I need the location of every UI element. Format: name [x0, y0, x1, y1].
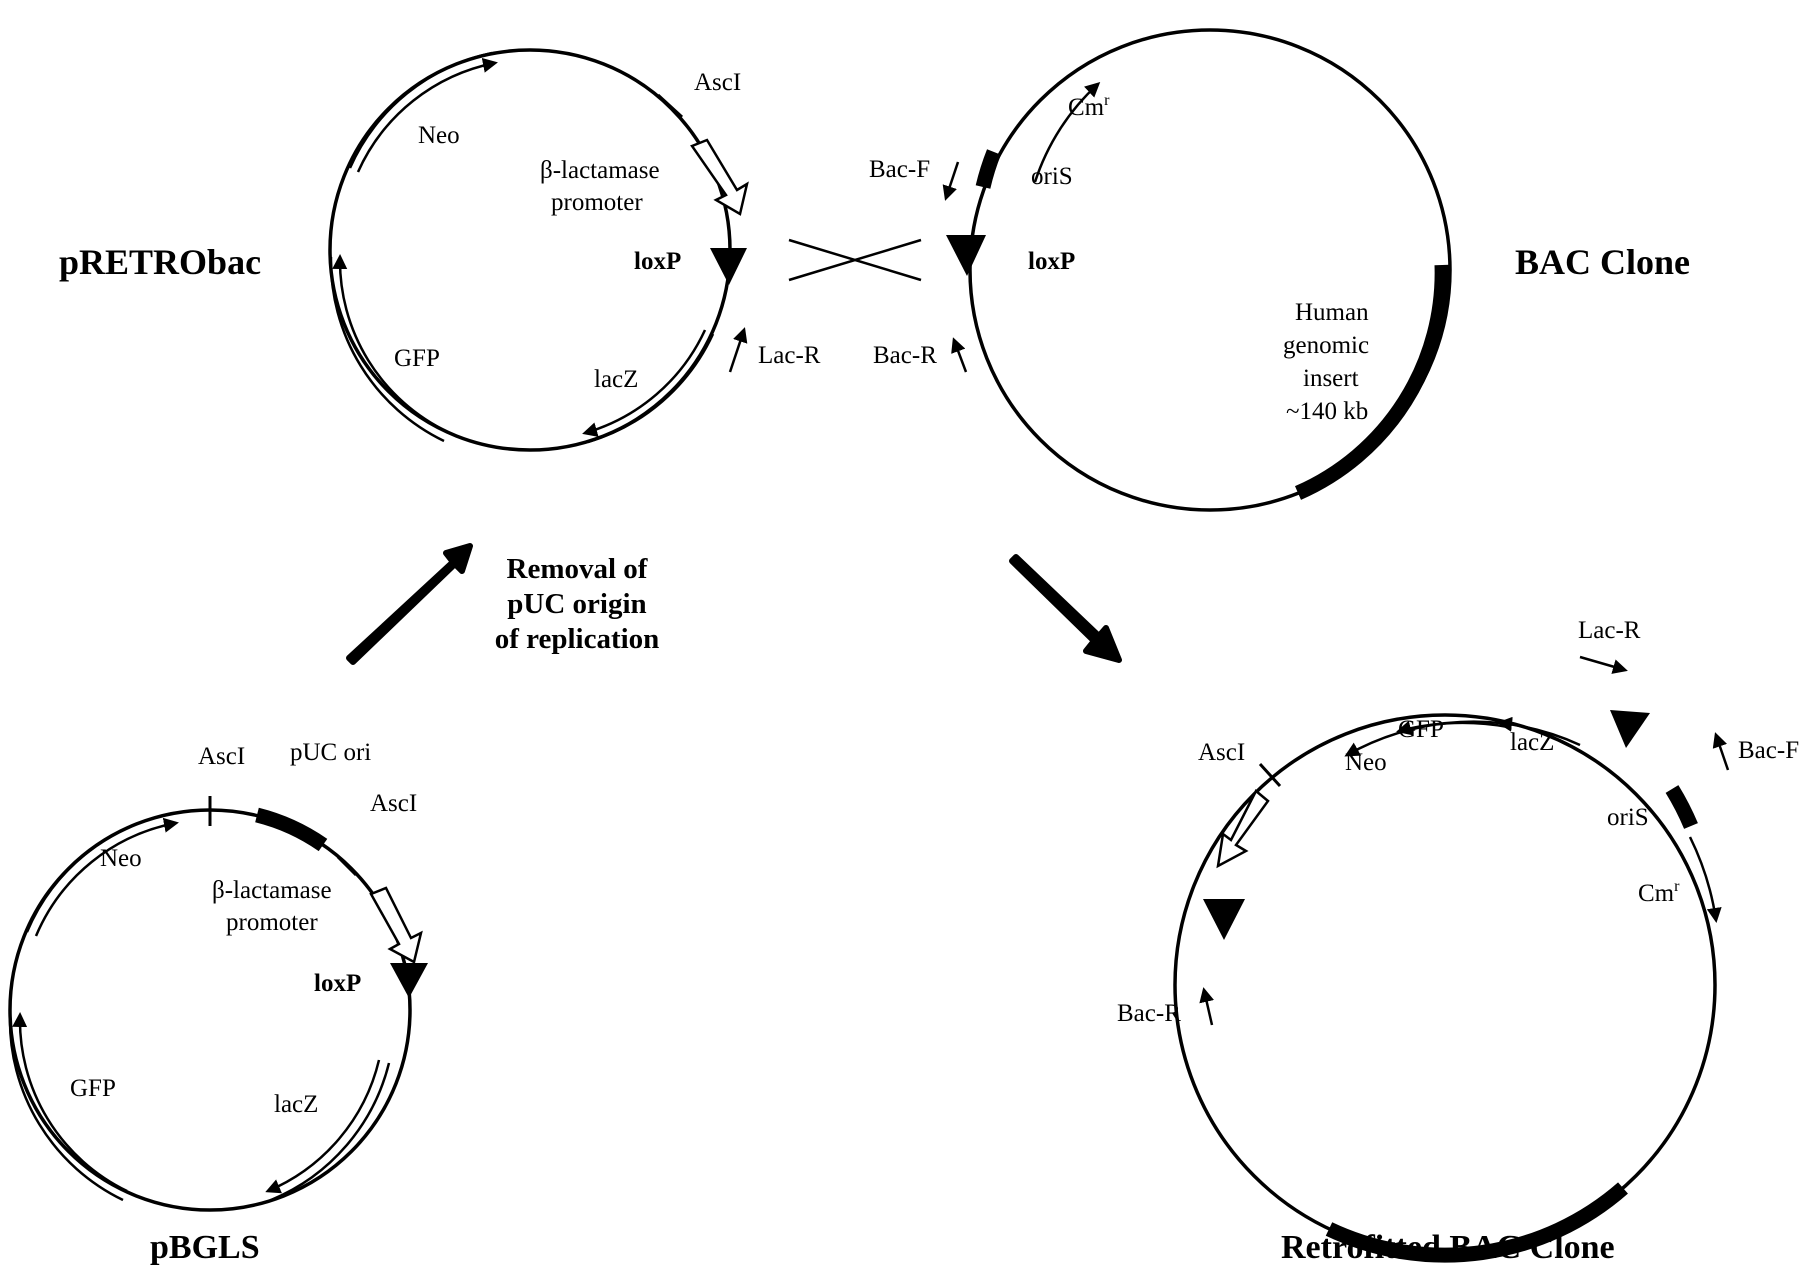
promoter-arrow [1216, 789, 1270, 869]
bac-clone-plasmid: Cmr oriS Bac-F loxP Bac-R Human genomic … [869, 28, 1690, 512]
oris-block [975, 149, 1002, 189]
pbgls-title: pBGLS [150, 1229, 260, 1266]
gfp-gene-arrow-outer [8, 1014, 124, 1202]
promoter-label-2: promoter [226, 909, 318, 936]
lac-r-primer-arrow [1579, 655, 1628, 674]
promoter-arrow [690, 138, 749, 216]
retrofitted-title: Retrofitted BAC Clone [1281, 1229, 1615, 1266]
lac-r-label: Lac-R [758, 342, 821, 369]
bac-r-label: Bac-R [873, 342, 937, 369]
lacz-gene-arrow-outer [587, 333, 715, 444]
lac-r-primer-arrow [728, 327, 748, 373]
cm-label: Cmr [1638, 878, 1680, 907]
asci-label: AscI [694, 69, 741, 96]
cm-gene-arrow [1033, 81, 1101, 183]
loxp-triangle [390, 963, 428, 998]
bac-r-primer-arrow [1199, 987, 1214, 1026]
gfp-label: GFP [394, 345, 440, 372]
asci-label-2: AscI [370, 790, 417, 817]
promoter-label-1: β-lactamase [540, 157, 660, 184]
pretrobac-plasmid: Neo AscI β-lactamase promoter loxP GFP l… [59, 48, 821, 452]
lac-r-label: Lac-R [1578, 617, 1641, 644]
lacz-label: lacZ [1510, 729, 1554, 756]
cm-label: Cmr [1068, 92, 1110, 121]
neo-gene-arrow-outer [25, 811, 175, 933]
gfp-gene-arrow [332, 254, 449, 434]
oris-block [1665, 785, 1698, 829]
removal-step-arrow [346, 543, 473, 665]
loxp-label: loxP [1028, 248, 1075, 275]
promoter-arrow [369, 886, 423, 964]
gfp-gene-arrow [12, 1012, 128, 1193]
asci-label-1: AscI [198, 743, 245, 770]
recombination-cross [788, 238, 922, 282]
bac-f-label: Bac-F [1738, 737, 1799, 764]
svg-text:Removal of: Removal of [507, 553, 648, 585]
bac-f-primer-arrow [942, 161, 960, 201]
lacz-label: lacZ [594, 366, 638, 393]
lacz-gene-arrow [1497, 716, 1581, 747]
neo-gene-arrow-outer [348, 51, 493, 169]
gfp-label: GFP [1398, 716, 1444, 743]
bac-f-primer-arrow [1712, 732, 1730, 771]
gfp-gene-arrow [1396, 720, 1509, 736]
bac-r-primer-arrow [951, 337, 968, 373]
asci-site-tick [1258, 762, 1282, 788]
gfp-gene-arrow-outer [329, 256, 445, 443]
loxp-triangle-1 [1610, 710, 1650, 748]
puc-ori-label: pUC ori [290, 739, 371, 766]
insert-label-2: genomic [1283, 332, 1369, 359]
oris-label: oriS [1031, 163, 1073, 190]
svg-text:of replication: of replication [495, 623, 660, 655]
insert-label-4: ~140 kb [1286, 398, 1368, 425]
neo-label: Neo [100, 845, 142, 872]
insert-label-1: Human [1295, 299, 1369, 326]
svg-text:pUC origin: pUC origin [507, 588, 646, 620]
bac-clone-title: BAC Clone [1515, 242, 1690, 282]
loxp-triangle [946, 235, 986, 276]
loxp-triangle-2 [1203, 899, 1245, 940]
human-insert-block [1325, 1182, 1628, 1263]
neo-label: Neo [418, 122, 460, 149]
lacz-label: lacZ [274, 1091, 318, 1118]
pretrobac-title: pRETRObac [59, 242, 261, 282]
lacz-gene-arrow-outer [270, 1062, 391, 1202]
cm-gene-arrow [1688, 836, 1722, 923]
loxp-triangle [710, 248, 747, 285]
neo-label: Neo [1345, 749, 1387, 776]
asci-site-tick [656, 93, 684, 119]
oris-label: oriS [1607, 804, 1649, 831]
loxp-label: loxP [634, 248, 681, 275]
asci-site-tick-2 [336, 855, 358, 877]
loxp-label: loxP [314, 970, 361, 997]
removal-step-label: Removal of pUC origin of replication [495, 553, 660, 655]
puc-ori-block [255, 807, 328, 852]
neo-gene-arrow [34, 817, 179, 937]
bac-f-label: Bac-F [869, 156, 930, 183]
promoter-label-1: β-lactamase [212, 877, 332, 904]
bac-backbone [968, 28, 1452, 512]
lacz-gene-arrow [265, 1059, 381, 1194]
pbgls-plasmid: AscI pUC ori AscI Neo β-lactamase promot… [8, 739, 428, 1266]
insert-label-3: insert [1303, 365, 1359, 392]
gfp-label: GFP [70, 1075, 116, 1102]
human-insert-block [1295, 264, 1450, 500]
asci-label: AscI [1198, 739, 1245, 766]
promoter-label-2: promoter [551, 189, 643, 216]
lacz-gene-arrow [582, 329, 707, 437]
recombination-step-arrow [1009, 554, 1122, 663]
bac-r-label: Bac-R [1117, 1000, 1181, 1027]
neo-gene-arrow [356, 57, 498, 173]
retrofitted-bac-plasmid: Lac-R AscI Neo GFP lacZ Bac-F oriS Cmr B… [1117, 617, 1799, 1266]
